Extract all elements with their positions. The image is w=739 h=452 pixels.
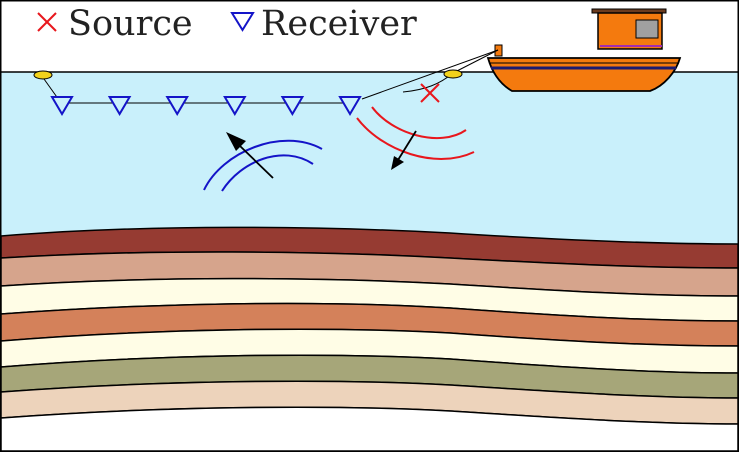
reflected-wavefronts	[203, 132, 323, 192]
boat-window	[635, 19, 659, 39]
layer-8	[0, 406, 739, 452]
survey-boat	[486, 8, 682, 92]
reflected-wave-2	[221, 154, 314, 192]
reflected-arrow-head	[226, 132, 246, 151]
outgoing-wave-1	[371, 106, 467, 139]
outgoing-arrow-shaft	[397, 130, 417, 161]
legend: Source Receiver	[37, 4, 417, 44]
receiver-4	[223, 96, 247, 116]
tail-buoy	[33, 70, 53, 80]
receiver-2	[107, 96, 132, 116]
cross-icon-stroke	[37, 12, 57, 32]
receiver-array	[50, 96, 362, 116]
receiver-3	[165, 96, 189, 116]
outgoing-wave-2	[356, 117, 475, 160]
triangle-down-icon	[230, 12, 255, 32]
source-tow-cable	[452, 49, 499, 74]
boat-post	[494, 44, 503, 57]
legend-source-entry: Source	[37, 4, 193, 44]
reflected-arrow-shaft	[239, 145, 274, 179]
legend-receiver-label: Receiver	[261, 4, 417, 44]
receiver-5	[280, 96, 305, 116]
outgoing-wavefronts	[356, 106, 475, 170]
legend-receiver-entry: Receiver	[230, 4, 417, 44]
streamer-tow-cable	[361, 49, 499, 100]
receiver-1	[50, 96, 74, 116]
receiver-6	[338, 96, 362, 116]
subsurface-layers	[0, 226, 739, 452]
source-cross-b	[420, 83, 440, 103]
streamer	[50, 96, 362, 116]
reflected-wave-1	[203, 139, 323, 191]
boat-hull	[486, 57, 682, 92]
legend-source-label: Source	[68, 4, 193, 44]
outgoing-arrow-head	[391, 156, 404, 170]
source-buoy	[443, 69, 463, 79]
source-marker	[420, 83, 440, 103]
